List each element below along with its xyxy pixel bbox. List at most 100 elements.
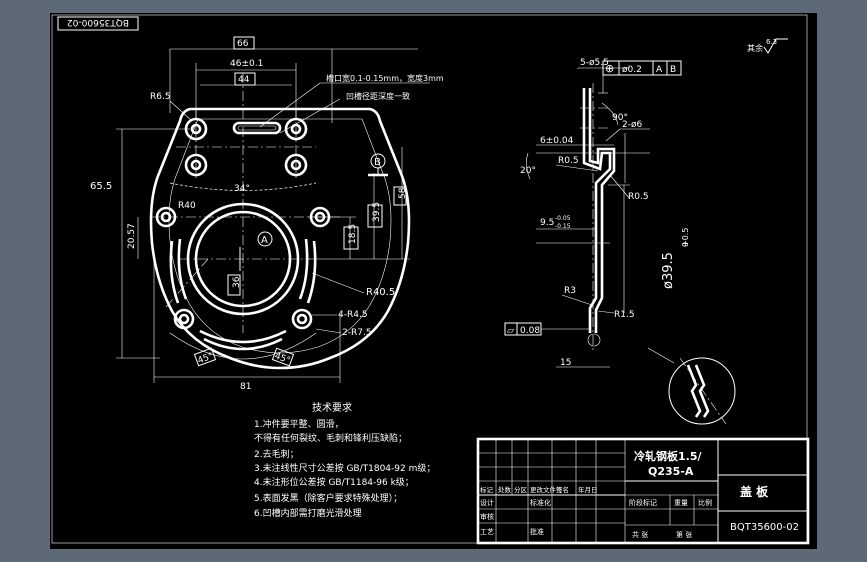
svg-text:批准: 批准 — [530, 527, 544, 536]
title-block: 标记 处数 分区 更改文件号 签名 年月日 设计 标准化 审核 工艺 批准 冷轧… — [476, 437, 810, 545]
dim-18.5: 18.5 — [343, 217, 359, 259]
material-grade: Q235-A — [648, 465, 694, 478]
svg-text:▱: ▱ — [507, 326, 514, 336]
tech-req-item: 不得有任何裂纹、毛刺和锋利压缺陷； — [254, 432, 407, 444]
datum-a-label: A — [261, 235, 268, 246]
note-slot-width: 槽口宽0.1-0.15mm，宽度3mm — [326, 73, 444, 83]
detail-view-circle — [647, 347, 736, 425]
svg-text:66: 66 — [237, 39, 249, 49]
dim-58: 58 — [393, 147, 408, 259]
dim-2-r7.5: 2-R7.5 — [342, 328, 372, 338]
dim-9.5: 9.5 — [540, 218, 554, 228]
tech-req-item: 2.去毛刺； — [254, 448, 299, 460]
svg-text:18.5: 18.5 — [348, 224, 358, 244]
dim-34-deg: 34° — [234, 184, 250, 194]
dim-9.5-tol-upper: -0.05 — [555, 215, 571, 222]
drawing-border — [51, 14, 808, 544]
dim-44: 44 — [200, 72, 292, 86]
svg-text:20.57: 20.57 — [127, 223, 137, 249]
svg-text:44: 44 — [238, 75, 250, 85]
dim-r1.5: R1.5 — [614, 310, 635, 320]
part-name: 盖 板 — [740, 484, 769, 499]
flatness-tolerance-frame: ▱ 0.08 — [504, 322, 590, 336]
svg-text:65.5: 65.5 — [90, 181, 112, 192]
svg-text:第 张: 第 张 — [676, 530, 692, 539]
tech-req-title: 技术要求 — [312, 401, 352, 414]
dim-4-r4.5: 4-R4.5 — [338, 310, 368, 320]
svg-text:标记: 标记 — [480, 485, 494, 494]
material-label: 冷轧钢板1.5/ — [634, 449, 702, 463]
svg-text:ø0.2: ø0.2 — [622, 65, 642, 75]
dim-81: 81 — [153, 253, 341, 392]
svg-text:ø39.5: ø39.5 — [661, 252, 676, 289]
front-view: 34° A B 66 46±0.1 44 R6.5 — [90, 36, 444, 392]
svg-text:更改文件号: 更改文件号 — [530, 485, 563, 494]
tech-req-item: 3.未注线性尺寸公差按 GB/T1804-92 m级； — [254, 462, 435, 474]
dim-r6.5: R6.5 — [150, 92, 171, 102]
drawing-number: BQT35600-02 — [730, 522, 799, 533]
dim-r40.5: R40.5 — [366, 287, 395, 298]
tech-req-item: 5.表面发黑（除客户要求特殊处理）； — [254, 492, 402, 504]
datum-b-label: B — [374, 157, 381, 168]
svg-text:年月日: 年月日 — [578, 485, 598, 494]
dim-r3: R3 — [564, 286, 576, 296]
dim-r0.5-b: R0.5 — [628, 192, 649, 202]
svg-text:签名: 签名 — [556, 485, 569, 494]
svg-text:B: B — [670, 65, 676, 75]
dim-20-deg: 20° — [520, 166, 536, 176]
tech-req-item: 4.未注形位公差按 GB/T1184-96 k级； — [254, 476, 414, 488]
svg-text:工艺: 工艺 — [480, 528, 494, 536]
dim-45-left: 45° — [196, 351, 214, 366]
plate-profile — [582, 88, 612, 333]
svg-text:阶段标记: 阶段标记 — [629, 498, 657, 507]
svg-text:39.5: 39.5 — [372, 202, 382, 222]
svg-text:审核: 审核 — [480, 512, 494, 521]
dim-r0.5-a: R0.5 — [558, 156, 579, 166]
dim-r40: R40 — [178, 201, 196, 211]
technical-requirements: 技术要求 1.冲件要平整、圆滑， 不得有任何裂纹、毛刺和锋利压缺陷； 2.去毛刺… — [254, 401, 435, 519]
svg-text:分区: 分区 — [514, 485, 528, 494]
dim-65.5: 65.5 — [90, 128, 190, 359]
rotated-drawing-number: BQT35600-02 — [67, 17, 129, 27]
svg-text:0.08: 0.08 — [520, 326, 540, 336]
svg-text:设计: 设计 — [480, 498, 494, 507]
svg-text:处数: 处数 — [498, 485, 512, 494]
dim-36: 36 — [232, 276, 242, 288]
dim-45-right: 45° — [273, 351, 291, 366]
dim-39.5: 39.5 — [367, 173, 383, 259]
tech-req-item: 1.冲件要平整、圆滑， — [254, 418, 344, 430]
svg-text:⊕: ⊕ — [605, 62, 614, 75]
svg-text:A: A — [656, 65, 663, 75]
svg-text:0: 0 — [681, 242, 690, 247]
svg-text:81: 81 — [240, 382, 251, 392]
dim-90-deg: 90° — [612, 113, 628, 123]
roughness-value: 6.3 — [766, 38, 777, 46]
cad-viewport[interactable]: BQT35600-02 其余 6.3 — [50, 13, 817, 549]
position-tolerance-frame: 5-ø5.5 ⊕ ø0.2 A B — [577, 58, 682, 94]
dim-15: 15 — [560, 358, 571, 368]
mount-hole — [173, 308, 195, 330]
svg-text:58: 58 — [398, 187, 408, 199]
dim-9.5-tol-lower: -0.15 — [555, 223, 571, 230]
svg-text:共 张: 共 张 — [632, 530, 648, 539]
engineering-drawing: BQT35600-02 其余 6.3 — [51, 14, 810, 545]
dim-dia-39.5: ø39.5 +0.5 0 — [608, 184, 690, 313]
svg-text:标准化: 标准化 — [530, 498, 551, 507]
dim-66: 66 — [169, 36, 418, 123]
dim-46: 46±0.1 — [195, 59, 297, 118]
mount-hole — [291, 308, 313, 330]
svg-text:比例: 比例 — [698, 498, 712, 507]
plate-outline — [149, 107, 411, 370]
dim-6-tol: 6±0.04 — [540, 136, 574, 146]
svg-text:重量: 重量 — [674, 499, 688, 507]
dim-2-dia6: 2-ø6 — [622, 120, 642, 130]
revision-table: 标记 处数 分区 更改文件号 签名 年月日 设计 标准化 审核 工艺 批准 — [478, 439, 626, 543]
svg-text:46±0.1: 46±0.1 — [230, 59, 263, 69]
roughness-symbol: 其余 6.3 — [747, 38, 788, 54]
rotated-number-box: BQT35600-02 — [57, 16, 139, 31]
dim-20.57: 20.57 — [127, 217, 139, 259]
tech-req-item: 6.凹槽内部需打磨光滑处理 — [254, 507, 362, 519]
side-view: 5-ø5.5 ⊕ ø0.2 A B 90° 2-ø6 6±0.04 — [504, 58, 736, 425]
roughness-prefix: 其余 — [747, 43, 763, 53]
svg-text:5-ø5.5: 5-ø5.5 — [580, 58, 609, 68]
